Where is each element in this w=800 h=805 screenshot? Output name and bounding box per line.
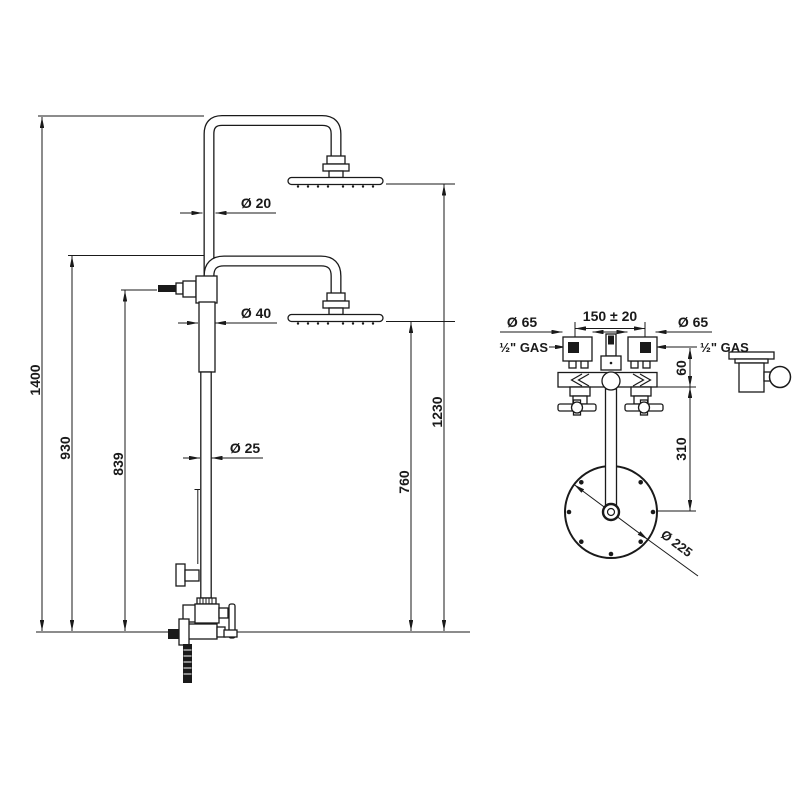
valve-plan — [557, 333, 664, 416]
diverter-knob-nut — [182, 280, 197, 298]
top-view: 150 ± 20 Ø 65 Ø 65 ½" GAS ½" GAS 60 310 … — [499, 308, 792, 577]
left-gas-inlet — [568, 342, 579, 353]
dim-arm-height: 930 — [57, 436, 73, 460]
holder-knob-plan — [768, 365, 792, 389]
label-gas-left: ½" GAS — [499, 340, 548, 355]
upper-shower-head — [287, 155, 384, 188]
junction-body — [195, 275, 218, 304]
dim-valve-offset: 60 — [673, 360, 689, 376]
front-view: 1400 930 839 1230 760 Ø 20 Ø 40 Ø 25 — [27, 115, 470, 683]
label-gas-right: ½" GAS — [700, 340, 749, 355]
front-dimension-labels: 1400 930 839 1230 760 Ø 20 Ø 40 Ø 25 — [27, 195, 445, 494]
lower-head-disc — [287, 313, 384, 323]
slide-rail — [194, 489, 200, 564]
head-disc-plan — [564, 465, 699, 577]
dim-diverter-height: 839 — [110, 452, 126, 476]
handshower-holder-plate — [178, 618, 190, 646]
upper-head-nozzles — [296, 185, 375, 188]
column-socket — [601, 371, 621, 391]
diverter-knob-stem — [158, 285, 176, 292]
bottom-valve-assembly — [168, 597, 238, 683]
arm-pipe-plan — [604, 388, 618, 513]
dim-total-height: 1400 — [27, 364, 43, 395]
upper-head-disc — [287, 176, 384, 186]
holder-knob — [168, 629, 179, 639]
dim-flange-dia-left: Ø 65 — [507, 314, 538, 330]
dim-flange-dia-right: Ø 65 — [678, 314, 709, 330]
right-gas-inlet — [640, 342, 651, 353]
column-upper-sleeve — [198, 301, 216, 373]
dim-upper-pipe-diameter: Ø 20 — [241, 195, 272, 211]
dim-lower-head-height: 760 — [396, 470, 412, 494]
handshower-holder-plan — [728, 351, 792, 393]
lower-head-nozzles — [296, 322, 375, 325]
wall-bracket — [175, 563, 200, 587]
disc-hub — [601, 502, 621, 522]
shower-column-front — [158, 115, 384, 683]
dim-column-diameter: Ø 40 — [241, 305, 272, 321]
diverter-junction — [158, 275, 218, 304]
dim-arm-length: 310 — [673, 437, 689, 461]
valve-body — [194, 603, 220, 624]
dim-lower-pipe-diameter: Ø 25 — [230, 440, 261, 456]
outlet-fitting — [187, 623, 218, 640]
dim-upper-head-height: 1230 — [429, 396, 445, 427]
front-dimension-lines — [36, 115, 470, 633]
column-lower-pipe — [200, 371, 212, 599]
upper-riser-pipe — [203, 115, 342, 310]
dim-head-diameter: Ø 225 — [658, 527, 695, 560]
dim-inlet-centers: 150 ± 20 — [583, 308, 638, 324]
flexible-hose — [183, 644, 192, 683]
disc-nozzle-dots — [566, 467, 656, 557]
lower-shower-arm — [203, 255, 342, 300]
lower-shower-head — [287, 292, 384, 325]
left-cross-handle — [557, 386, 597, 416]
right-cross-handle — [624, 386, 664, 416]
